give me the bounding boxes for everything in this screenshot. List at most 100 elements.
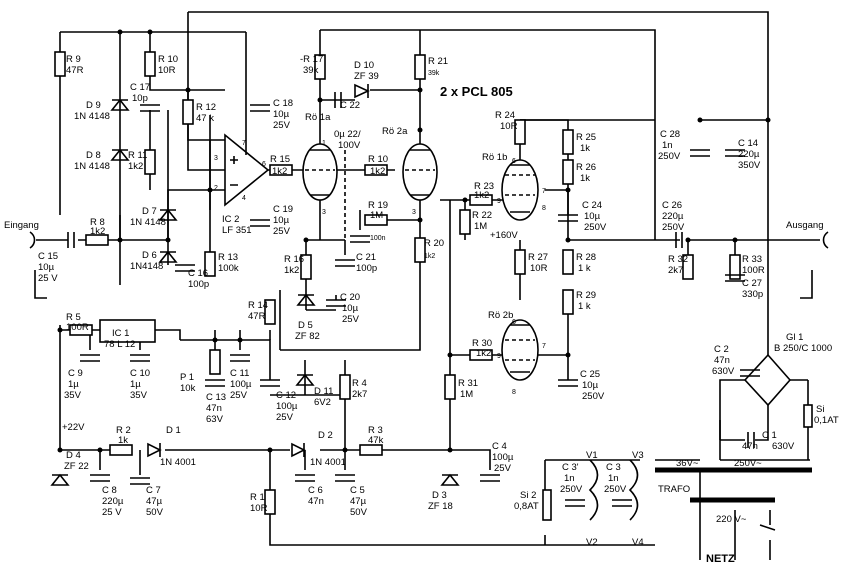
svg-text:V2: V2 bbox=[586, 537, 598, 548]
svg-text:220µ: 220µ bbox=[738, 149, 760, 160]
svg-text:D 10: D 10 bbox=[354, 60, 374, 71]
svg-text:4: 4 bbox=[242, 195, 246, 202]
svg-text:C 17: C 17 bbox=[130, 82, 150, 93]
svg-text:1: 1 bbox=[322, 140, 326, 147]
svg-text:630V: 630V bbox=[772, 441, 795, 452]
svg-text:V3: V3 bbox=[632, 450, 644, 461]
svg-text:0,1AT: 0,1AT bbox=[814, 415, 839, 426]
svg-text:Si: Si bbox=[816, 404, 824, 415]
svg-text:25V: 25V bbox=[273, 120, 291, 131]
svg-text:C 27: C 27 bbox=[742, 278, 762, 289]
svg-text:10µ: 10µ bbox=[273, 109, 290, 120]
svg-text:100k: 100k bbox=[218, 263, 239, 274]
svg-text:1n: 1n bbox=[564, 473, 575, 484]
svg-text:R 16: R 16 bbox=[284, 254, 304, 265]
svg-text:1µ: 1µ bbox=[68, 379, 79, 390]
svg-text:10R: 10R bbox=[250, 503, 268, 514]
svg-text:R 4: R 4 bbox=[352, 378, 367, 389]
ic2-name: IC 2 bbox=[222, 214, 239, 225]
opamp-ic2 bbox=[224, 133, 270, 207]
svg-text:D 3: D 3 bbox=[432, 490, 447, 501]
svg-text:36V~: 36V~ bbox=[676, 458, 699, 469]
svg-text:630V: 630V bbox=[712, 366, 735, 377]
svg-text:Gl 1: Gl 1 bbox=[786, 332, 803, 343]
svg-text:330p: 330p bbox=[742, 289, 763, 300]
output-label: Ausgang bbox=[786, 220, 824, 231]
svg-text:R 10: R 10 bbox=[158, 54, 178, 65]
svg-text:C 10: C 10 bbox=[130, 368, 150, 379]
svg-text:250V: 250V bbox=[560, 484, 583, 495]
svg-text:250V: 250V bbox=[604, 484, 627, 495]
svg-text:50V: 50V bbox=[146, 507, 164, 518]
svg-text:D 4: D 4 bbox=[66, 450, 81, 461]
svg-text:8: 8 bbox=[542, 205, 546, 212]
svg-text:1N 4148: 1N 4148 bbox=[74, 161, 110, 172]
svg-text:47R: 47R bbox=[248, 311, 266, 322]
svg-text:R 9: R 9 bbox=[66, 54, 81, 65]
svg-text:1k2: 1k2 bbox=[476, 348, 491, 359]
svg-text:1n: 1n bbox=[662, 140, 673, 151]
svg-text:C 3': C 3' bbox=[562, 462, 579, 473]
svg-text:250V~: 250V~ bbox=[734, 458, 762, 469]
svg-text:1k2: 1k2 bbox=[424, 253, 435, 260]
svg-text:C 15: C 15 bbox=[38, 251, 58, 262]
svg-text:D 8: D 8 bbox=[86, 150, 101, 161]
svg-text:100µ: 100µ bbox=[276, 401, 298, 412]
svg-text:D 9: D 9 bbox=[86, 100, 101, 111]
svg-text:-R 17: -R 17 bbox=[300, 54, 323, 65]
svg-text:ZF 39: ZF 39 bbox=[354, 71, 379, 82]
svg-text:C 26: C 26 bbox=[662, 200, 682, 211]
svg-text:1N4148: 1N4148 bbox=[130, 261, 163, 272]
svg-text:R 27: R 27 bbox=[528, 252, 548, 263]
svg-text:C 12: C 12 bbox=[276, 390, 296, 401]
title: 2 x PCL 805 bbox=[440, 84, 513, 99]
svg-text:P 1: P 1 bbox=[180, 372, 194, 383]
svg-text:3: 3 bbox=[214, 155, 218, 162]
svg-text:+160V: +160V bbox=[490, 230, 518, 241]
svg-text:B 250/C 1000: B 250/C 1000 bbox=[774, 343, 832, 354]
svg-text:250V: 250V bbox=[582, 391, 605, 402]
svg-text:10µ: 10µ bbox=[342, 303, 359, 314]
svg-text:ZF 22: ZF 22 bbox=[64, 461, 89, 472]
svg-text:C 9: C 9 bbox=[68, 368, 83, 379]
svg-text:250V: 250V bbox=[662, 222, 685, 233]
svg-text:C 21: C 21 bbox=[356, 252, 376, 263]
svg-text:63V: 63V bbox=[206, 414, 224, 425]
svg-text:47n: 47n bbox=[206, 403, 222, 414]
svg-text:1k2: 1k2 bbox=[474, 190, 489, 201]
svg-text:R 22: R 22 bbox=[472, 210, 492, 221]
svg-text:25V: 25V bbox=[273, 226, 291, 237]
svg-text:220µ: 220µ bbox=[662, 211, 684, 222]
svg-text:1k: 1k bbox=[118, 435, 128, 446]
mains-label: NETZ bbox=[706, 553, 735, 565]
svg-text:R 33: R 33 bbox=[742, 254, 762, 265]
transformer-label: TRAFO bbox=[658, 484, 690, 495]
svg-text:39k: 39k bbox=[303, 65, 319, 76]
svg-text:R 3: R 3 bbox=[368, 425, 383, 436]
svg-text:25V: 25V bbox=[494, 463, 512, 474]
svg-text:1N 4001: 1N 4001 bbox=[160, 457, 196, 468]
svg-text:1k: 1k bbox=[580, 173, 590, 184]
wires bbox=[36, 11, 820, 560]
svg-text:ZF 18: ZF 18 bbox=[428, 501, 453, 512]
transformer bbox=[588, 459, 812, 521]
svg-text:C 4: C 4 bbox=[492, 441, 507, 452]
svg-text:R 25: R 25 bbox=[576, 132, 596, 143]
svg-text:1 k: 1 k bbox=[578, 301, 591, 312]
svg-text:10µ: 10µ bbox=[582, 380, 599, 391]
svg-text:C 18: C 18 bbox=[273, 98, 293, 109]
svg-text:D 5: D 5 bbox=[298, 320, 313, 331]
svg-text:C 20: C 20 bbox=[340, 292, 360, 303]
svg-text:R 15: R 15 bbox=[270, 154, 290, 165]
svg-text:R 2: R 2 bbox=[116, 425, 131, 436]
svg-text:R 10: R 10 bbox=[368, 154, 388, 165]
svg-text:220µ: 220µ bbox=[102, 496, 124, 507]
svg-text:3: 3 bbox=[322, 209, 326, 216]
svg-text:47n: 47n bbox=[742, 441, 758, 452]
svg-text:C 11: C 11 bbox=[230, 368, 249, 379]
svg-text:C 24: C 24 bbox=[582, 200, 602, 211]
svg-text:47R: 47R bbox=[66, 65, 84, 76]
svg-text:R 5: R 5 bbox=[66, 312, 81, 323]
